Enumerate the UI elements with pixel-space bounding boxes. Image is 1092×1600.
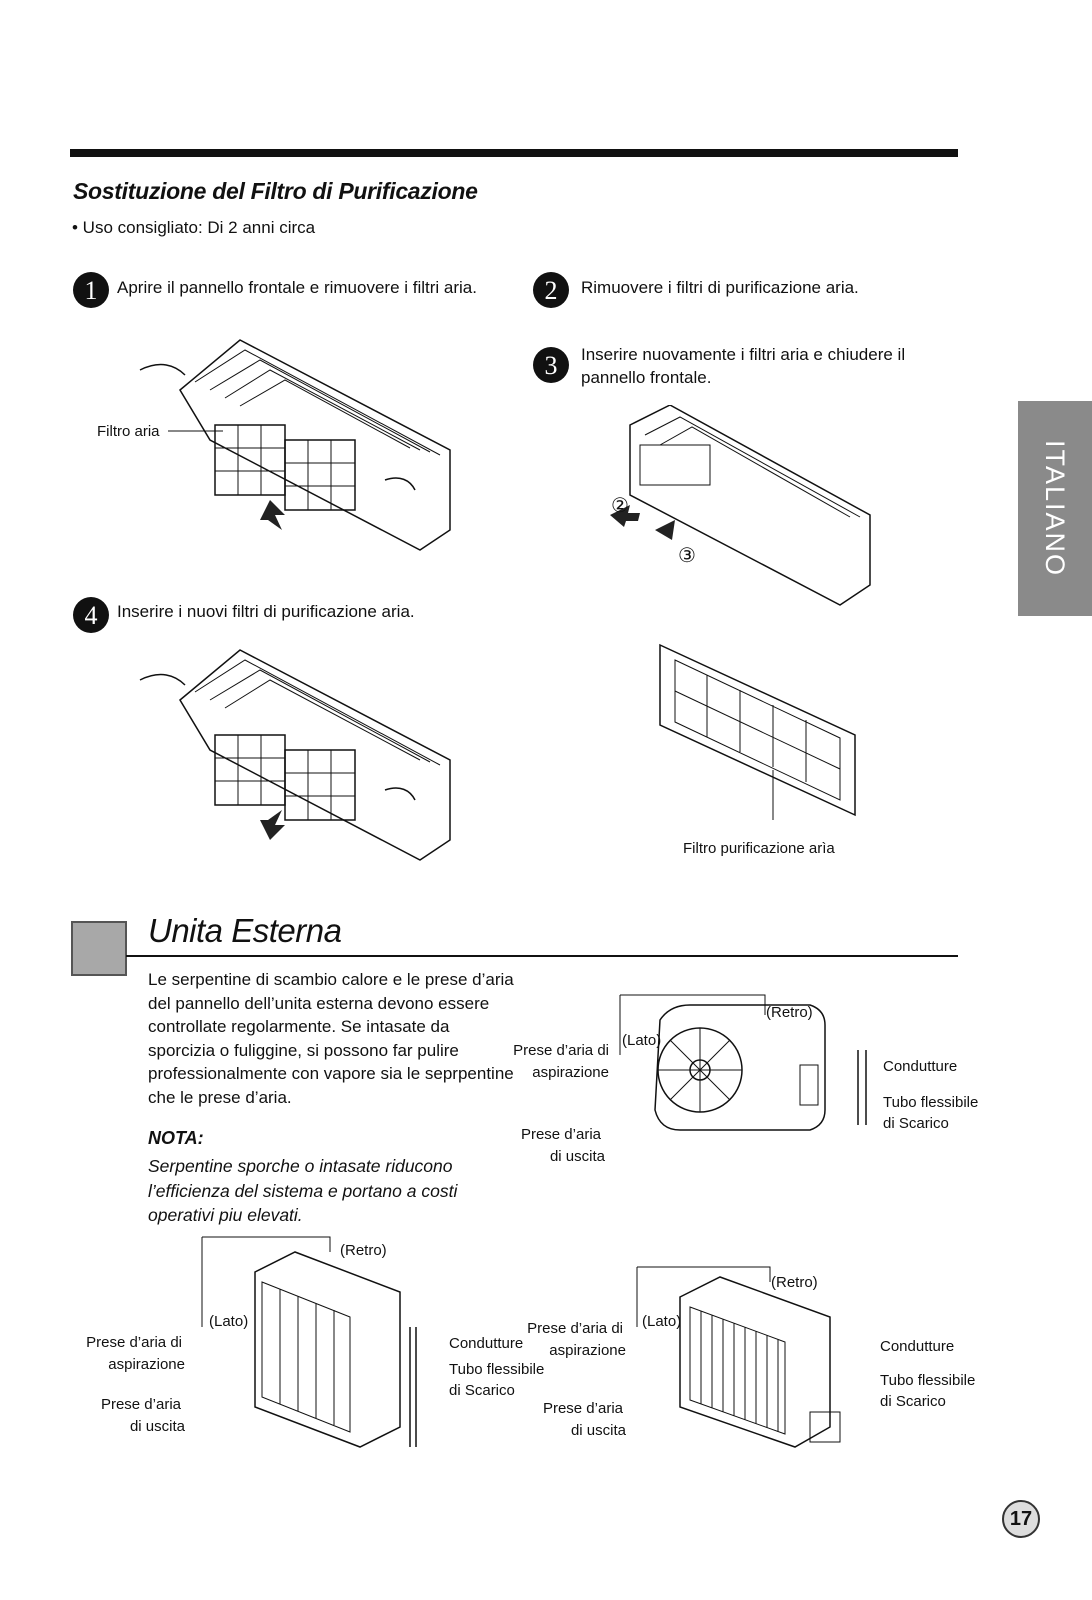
- unit-b-outlet-label-1: Prese d’aria: [100, 1396, 181, 1413]
- unit-b-intake-label-2: aspirazione: [108, 1356, 185, 1373]
- unit-b-retro-label: (Retro): [340, 1242, 387, 1259]
- indoor-unit-remove-filter-illustration: [139, 339, 451, 551]
- step-3-number: 3: [533, 347, 569, 383]
- purification-filter-label: Filtro purificazione arìa: [683, 840, 835, 857]
- section-marker: [71, 921, 127, 976]
- language-tab-label: ITALIANO: [1040, 439, 1071, 578]
- unit-c-outlet-label-1: Prese d’aria: [542, 1400, 623, 1417]
- unit-a-outlet-label-1: Prese d’aria: [520, 1126, 601, 1143]
- page-number: 17: [1002, 1500, 1040, 1538]
- unit-b-piping-label: Condutture: [449, 1335, 524, 1352]
- purification-filter-illustration: [659, 643, 856, 820]
- unit-b-intake-label-1: Prese d’aria di: [86, 1334, 182, 1351]
- outdoor-unit-b-illustration: [201, 1236, 417, 1448]
- unit-a-drain-label-1: Tubo flessibile: [883, 1094, 979, 1111]
- circle-3-marker: ③: [678, 545, 696, 567]
- unit-b-drain-label-2: di Scarico: [449, 1382, 515, 1399]
- unit-c-drain-label-1: Tubo flessibile: [880, 1372, 976, 1389]
- step-4-number: 4: [73, 597, 109, 633]
- unit-a-drain-label-2: di Scarico: [883, 1115, 949, 1132]
- unit-a-piping-label: Condutture: [883, 1058, 958, 1075]
- outdoor-unit-c-illustration: [636, 1266, 841, 1448]
- indoor-unit-insert-filter-illustration: [139, 649, 451, 861]
- step-2-text: Rimuovere i filtri di purificazione aria…: [581, 278, 859, 297]
- unit-b-outlet-label-2: di uscita: [129, 1418, 185, 1435]
- step-2-number: 2: [533, 272, 569, 308]
- unit-c-retro-label: (Retro): [771, 1274, 818, 1291]
- indoor-unit-reinsert-illustration: [610, 405, 871, 606]
- unit-b-drain-label-1: Tubo flessibile: [449, 1361, 545, 1378]
- unit-c-outlet-label-2: di uscita: [570, 1422, 626, 1439]
- unit-a-outlet-label-2: di uscita: [549, 1148, 605, 1165]
- unit-a-intake-label-1: Prese d’aria di: [513, 1042, 609, 1059]
- circle-2-marker: ②: [611, 495, 629, 517]
- section-title: Sostituzione del Filtro di Purificazione: [73, 178, 478, 204]
- language-tab: ITALIANO: [1018, 401, 1092, 616]
- note-label: NOTA:: [148, 1128, 204, 1148]
- section-rule: [126, 955, 958, 957]
- outdoor-paragraph: Le serpentine di scambio calore e le pre…: [148, 970, 514, 1107]
- unit-c-lato-label: (Lato): [642, 1313, 682, 1330]
- step-1-text: Aprire il pannello frontale e rimuovere …: [117, 278, 477, 297]
- note-text: Serpentine sporche o intasate riducono l…: [148, 1156, 458, 1225]
- unit-c-intake-label-1: Prese d’aria di: [527, 1320, 623, 1337]
- air-filter-label: Filtro aria: [97, 423, 160, 440]
- outdoor-section-title: Unita Esterna: [148, 912, 342, 949]
- unit-a-lato-label: (Lato): [622, 1032, 662, 1049]
- recommended-use: • Uso consigliato: Di 2 anni circa: [72, 218, 316, 237]
- step-3-text: Inserire nuovamente i filtri aria e chiu…: [581, 345, 906, 387]
- top-rule: [70, 149, 958, 157]
- unit-a-retro-label: (Retro): [766, 1004, 813, 1021]
- unit-c-piping-label: Condutture: [880, 1338, 955, 1355]
- unit-c-intake-label-2: aspirazione: [549, 1342, 626, 1359]
- outdoor-unit-a-illustration: [619, 994, 867, 1131]
- step-4-text: Inserire i nuovi filtri di purificazione…: [117, 602, 415, 621]
- unit-b-lato-label: (Lato): [209, 1313, 249, 1330]
- step-1-number: 1: [73, 272, 109, 308]
- air-filter-leader: [168, 430, 223, 432]
- unit-a-intake-label-2: aspirazione: [532, 1064, 609, 1081]
- unit-c-drain-label-2: di Scarico: [880, 1393, 946, 1410]
